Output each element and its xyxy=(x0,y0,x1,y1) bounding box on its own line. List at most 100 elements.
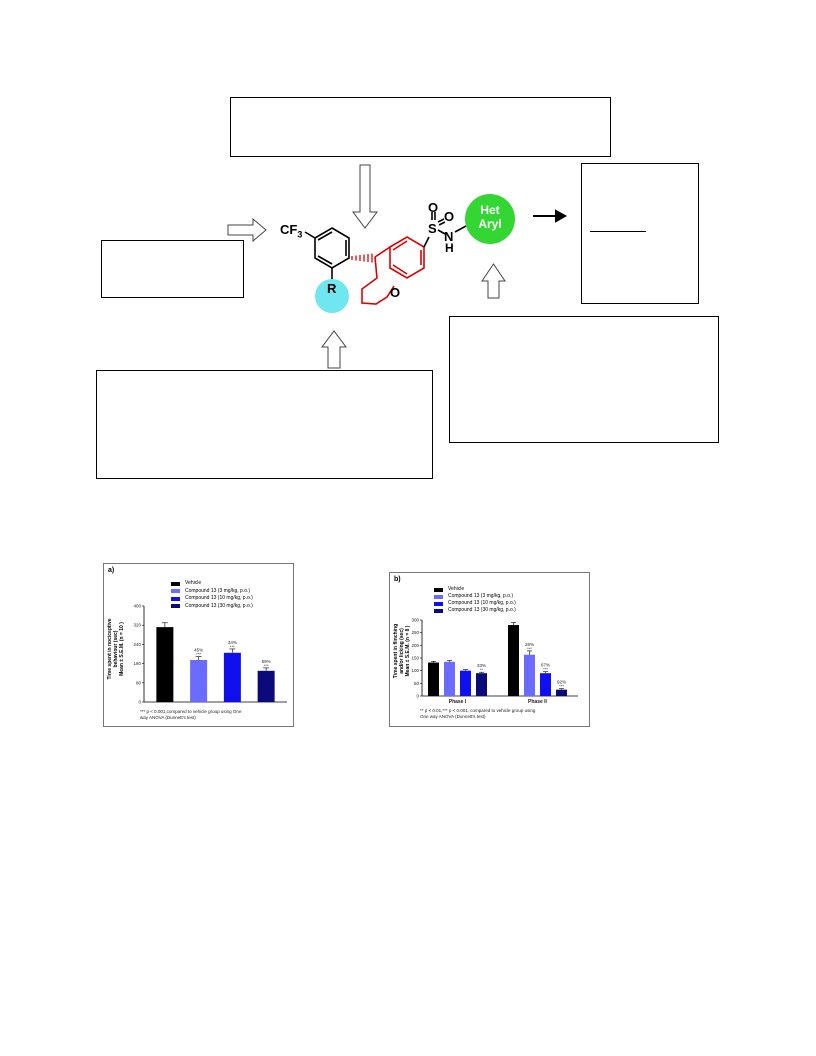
legend-item: Vehicle xyxy=(171,580,253,588)
panel-b-label: b) xyxy=(394,576,401,583)
y-tick-label: 150 xyxy=(411,656,419,661)
panel-a-note: *** p < 0.001,compared to vehicle group … xyxy=(140,709,241,721)
percent-label: 45% xyxy=(194,648,203,653)
legend-swatch xyxy=(171,604,180,609)
percent-label: 59% xyxy=(262,659,271,664)
panel-a-legend: Vehicle Compound 13 (3 mg/kg, p.o.) Comp… xyxy=(171,580,253,610)
y-tick-label: 0 xyxy=(138,700,141,705)
legend-swatch xyxy=(434,601,443,606)
hollow-arrow-up-right xyxy=(481,263,506,299)
amide-h-label: H xyxy=(445,241,454,255)
significance-label: *** xyxy=(196,652,201,657)
bottom-left-box xyxy=(96,370,433,479)
legend-swatch xyxy=(434,587,443,592)
mid-right-box xyxy=(449,316,719,443)
aryl-label: Aryl xyxy=(478,217,502,231)
bar xyxy=(508,625,519,696)
bar xyxy=(460,670,471,696)
legend-swatch xyxy=(171,581,180,586)
percent-label: 33% xyxy=(477,663,486,668)
bar xyxy=(190,660,208,702)
het-aryl-circle xyxy=(465,194,515,244)
y-tick-label: 250 xyxy=(411,630,419,635)
percent-label: 26% xyxy=(525,642,534,647)
top-box xyxy=(230,97,611,157)
ring-oxygen-label: O xyxy=(390,285,401,300)
y-tick-label: 160 xyxy=(133,661,141,666)
legend-item: Compound 13 (10 mg/kg, p.o.) xyxy=(171,595,253,603)
bar xyxy=(556,689,567,696)
legend-label: Vehicle xyxy=(185,580,202,586)
y-tick-label: 320 xyxy=(133,623,141,628)
bar xyxy=(524,654,535,696)
bar xyxy=(540,673,551,696)
y-tick-label: 100 xyxy=(411,668,419,673)
significance-label: ** xyxy=(480,667,484,672)
panel-b-legend: Vehicle Compound 13 (3 mg/kg, p.o.) Comp… xyxy=(434,586,516,614)
phenyl-ring xyxy=(314,227,350,269)
significance-label: *** xyxy=(230,644,235,649)
legend-item: Compound 13 (10 mg/kg, p.o.) xyxy=(434,600,516,607)
bar xyxy=(223,652,241,702)
note-line: One way ANOVA (Dunnett's test) xyxy=(420,714,486,719)
right-box-rule xyxy=(590,231,646,232)
legend-item: Compound 13 (30 mg/kg, p.o.) xyxy=(434,607,516,614)
sulfonyl-oxygen-top: O xyxy=(428,200,439,215)
legend-item: Compound 13 (3 mg/kg, p.o.) xyxy=(171,588,253,596)
y-tick-label: 0 xyxy=(416,694,419,699)
legend-label: Compound 13 (3 mg/kg, p.o.) xyxy=(185,587,251,594)
sulfonyl-oxygen-right: O xyxy=(444,209,455,224)
chromane-pyran-ring xyxy=(361,256,395,305)
bar xyxy=(476,673,487,696)
legend-item: Vehicle xyxy=(434,586,516,593)
legend-item: Compound 13 (30 mg/kg, p.o.) xyxy=(171,603,253,611)
bar xyxy=(156,627,174,702)
legend-label: Compound 13 (30 mg/kg, p.o.) xyxy=(185,602,253,609)
cf3-bond xyxy=(304,231,316,239)
percent-label: 92% xyxy=(557,680,566,685)
cf3-label: CF3 xyxy=(280,222,303,240)
het-aryl-label: Het Aryl xyxy=(465,203,515,231)
significance-label: *** xyxy=(543,667,548,672)
panel-b: b) Vehicle Compound 13 (3 mg/kg, p.o.) C… xyxy=(389,572,590,727)
legend-label: Compound 13 (3 mg/kg, p.o.) xyxy=(448,593,514,599)
panel-a-label: a) xyxy=(108,567,115,574)
left-box xyxy=(101,240,244,298)
y-tick-label: 240 xyxy=(133,642,141,647)
legend-label: Compound 13 (10 mg/kg, p.o.) xyxy=(185,595,253,601)
note-line: *** p < 0.001,compared to vehicle group … xyxy=(140,709,242,714)
chemical-structure xyxy=(227,164,568,369)
legend-item: Compound 13 (3 mg/kg, p.o.) xyxy=(434,593,516,600)
significance-label: *** xyxy=(527,646,532,651)
bar xyxy=(257,670,275,702)
chromane-benzo-ring xyxy=(389,236,425,279)
legend-label: Vehicle xyxy=(448,586,465,592)
panel-a: a) Vehicle Compound 13 (3 mg/kg, p.o.) C… xyxy=(103,563,294,727)
y-tick-label: 200 xyxy=(411,643,419,648)
panel-b-note: ** p < 0.01,*** p < 0.001, compared to v… xyxy=(420,708,535,720)
right-box xyxy=(581,163,699,304)
x-category-label: Phase I xyxy=(449,699,467,705)
bar xyxy=(428,662,439,696)
bar xyxy=(444,661,455,696)
r-substituent-circle xyxy=(315,279,349,313)
y-tick-label: 80 xyxy=(136,680,142,685)
y-tick-label: 50 xyxy=(414,681,420,686)
y-tick-label: 300 xyxy=(411,618,419,623)
percent-label: 67% xyxy=(541,663,550,668)
legend-swatch xyxy=(171,589,180,594)
hollow-arrow-right-left xyxy=(227,217,267,243)
reaction-arrow xyxy=(533,209,568,223)
amide-n-label: N xyxy=(444,229,454,244)
legend-swatch xyxy=(171,596,180,601)
legend-label: Compound 13 (30 mg/kg, p.o.) xyxy=(448,607,516,613)
hollow-arrow-up-bottom xyxy=(321,330,347,369)
legend-label: Compound 13 (10 mg/kg, p.o.) xyxy=(448,600,516,606)
note-line: way ANOVA (Dunnett's test) xyxy=(140,715,196,720)
r-label: R xyxy=(327,281,337,296)
hollow-arrow-down-top xyxy=(352,164,378,229)
significance-label: *** xyxy=(559,684,564,689)
percent-label: 34% xyxy=(228,640,237,645)
